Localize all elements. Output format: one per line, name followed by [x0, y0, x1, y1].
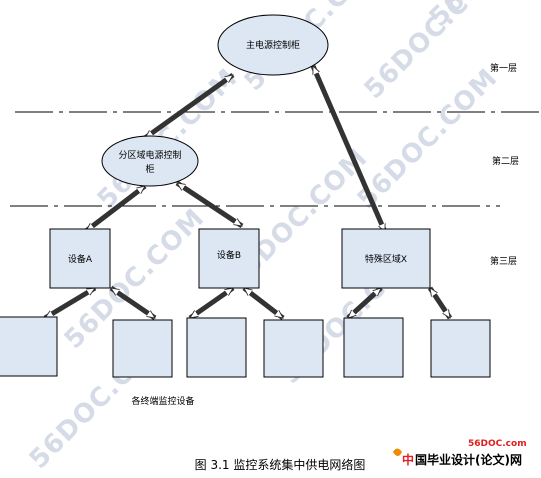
terminal-device-box [263, 319, 324, 378]
special-to-terminal-6-connector [427, 286, 453, 320]
branding-site-prefix: 中 [402, 452, 414, 467]
branding-site-name: 国毕业设计(论文)网 [415, 452, 522, 467]
main-cabinet-node: 主电源控制柜 [217, 14, 329, 76]
connectors [43, 66, 453, 321]
main-to-sub-connector [143, 72, 235, 141]
figure-caption: 图 3.1 监控系统集中供电网络图 [195, 457, 366, 472]
device-b-node: 设备B [198, 228, 260, 289]
terminal-devices [0, 316, 491, 378]
sub-cabinet-label-line1: 分区域电源控制 [118, 149, 181, 161]
device-a-label: 设备A [68, 253, 93, 265]
main-to-special-connector [310, 66, 388, 232]
layer3-label: 第三层 [490, 255, 517, 267]
device-a-node: 设备A [49, 228, 111, 289]
device-b-to-terminal-3-connector [188, 285, 235, 321]
site-branding: 56DOC.com 中 国毕业设计(论文)网 [393, 439, 527, 467]
layer1-label: 第一层 [490, 62, 517, 74]
special-zone-label: 特殊区域X [365, 253, 407, 265]
watermark: 56DOC.COM [424, 0, 541, 33]
special-to-terminal-5-connector [346, 286, 383, 320]
layer2-label: 第二层 [492, 155, 519, 167]
flame-logo-icon [393, 448, 402, 456]
sub-cabinet-label-line2: 柜 [145, 163, 154, 175]
terminal-device-box [343, 317, 404, 378]
device-a-to-terminal-1-connector [43, 285, 97, 321]
sub-to-device-b-connector [175, 180, 244, 229]
device-b-label: 设备B [217, 249, 241, 261]
terminal-device-box [430, 319, 491, 378]
special-zone-node: 特殊区域X [341, 228, 431, 289]
device-a-to-terminal-2-connector [109, 285, 157, 321]
main-cabinet-label: 主电源控制柜 [246, 39, 300, 51]
device-b-to-terminal-4-connector [242, 286, 285, 320]
sub-cabinet-node: 分区域电源控制 柜 [101, 135, 199, 187]
terminal-device-box [186, 317, 247, 378]
branding-url: 56DOC.com [468, 439, 527, 449]
sub-to-device-a-connector [84, 184, 147, 233]
terminal-device-box [0, 316, 58, 377]
terminal-devices-caption: 各终端监控设备 [131, 395, 194, 407]
terminal-device-box [112, 319, 173, 378]
